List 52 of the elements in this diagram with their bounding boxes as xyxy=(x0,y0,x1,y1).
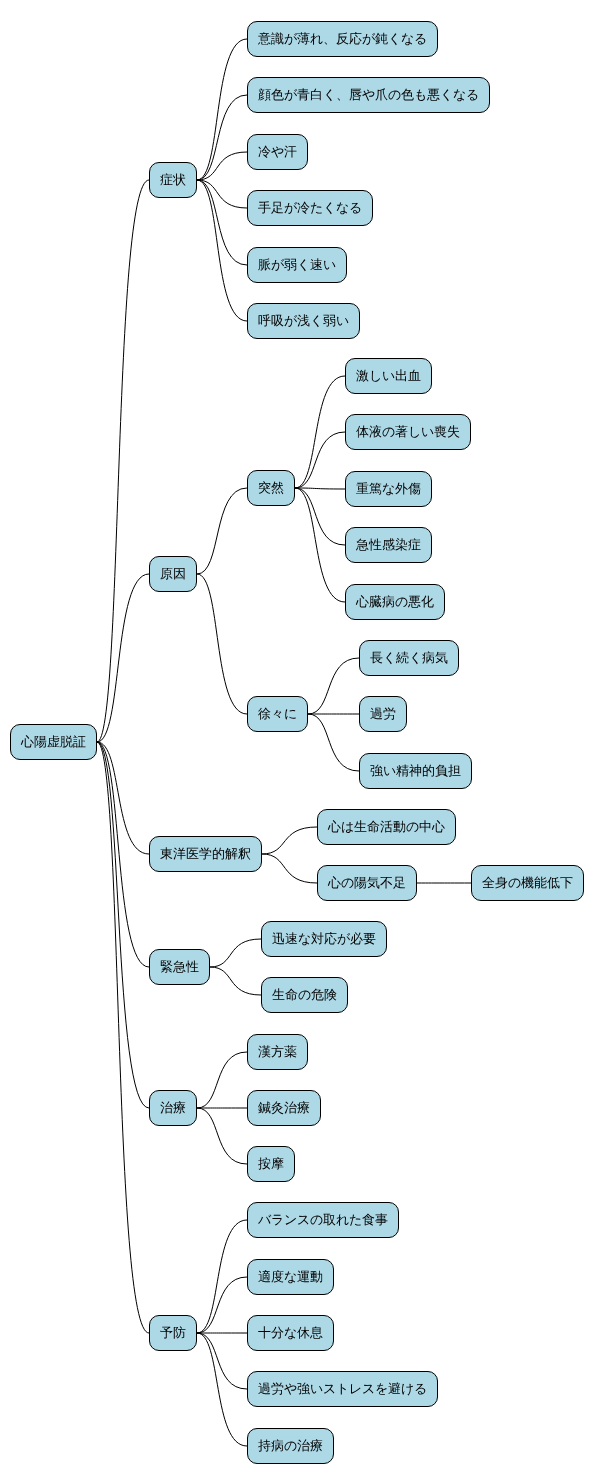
topic-box: 脈が弱く速い xyxy=(247,247,347,283)
connector-line xyxy=(196,1332,248,1447)
topic-box: 強い精神的負担 xyxy=(359,753,472,789)
topic-box: 十分な休息 xyxy=(247,1315,334,1351)
connector-line xyxy=(196,1107,248,1109)
topic-box: 適度な運動 xyxy=(247,1259,334,1295)
topic-box: 心の陽気不足 xyxy=(317,865,417,901)
topic-box: 原因 xyxy=(149,556,197,592)
topic-box: 呼吸が浅く弱い xyxy=(247,303,360,339)
topic-box: 按摩 xyxy=(247,1146,295,1182)
topic-box: 鍼灸治療 xyxy=(247,1090,321,1126)
topic-box: 治療 xyxy=(149,1090,197,1126)
connector-line xyxy=(96,179,150,743)
topic-box: 重篤な外傷 xyxy=(345,471,432,507)
topic-box: 冷や汗 xyxy=(247,134,308,170)
topic-box: 手足が冷たくなる xyxy=(247,190,373,226)
topic-box: 突然 xyxy=(247,470,295,506)
connector-line xyxy=(307,713,360,715)
root-topic-box: 心陽虚脱証 xyxy=(10,724,97,760)
topic-box: 過労や強いストレスを避ける xyxy=(247,1371,438,1407)
connector-line xyxy=(307,713,360,772)
topic-box: 心は生命活動の中心 xyxy=(317,809,456,845)
connector-line xyxy=(96,741,150,1334)
topic-box: 激しい出血 xyxy=(345,358,432,394)
topic-box: 過労 xyxy=(359,696,407,732)
topic-box: 生命の危険 xyxy=(261,977,348,1013)
connector-line xyxy=(294,487,346,603)
connector-line xyxy=(96,741,150,968)
topic-box: 顔色が青白く、唇や爪の色も悪くなる xyxy=(247,77,490,113)
topic-box: 急性感染症 xyxy=(345,527,432,563)
topic-box: 心臓病の悪化 xyxy=(345,584,445,620)
connector-line xyxy=(196,179,248,322)
topic-box: 意識が薄れ、反応が鈍くなる xyxy=(247,21,438,57)
topic-box: 迅速な対応が必要 xyxy=(261,921,387,957)
topic-box: バランスの取れた食事 xyxy=(247,1202,399,1238)
topic-box: 緊急性 xyxy=(149,949,210,985)
connector-line xyxy=(96,573,150,743)
topic-box: 症状 xyxy=(149,162,197,198)
topic-box: 持病の治療 xyxy=(247,1428,334,1464)
connector-line xyxy=(416,882,472,884)
topic-box: 漢方薬 xyxy=(247,1034,308,1070)
topic-box: 徐々に xyxy=(247,696,308,732)
connector-line xyxy=(209,966,262,996)
topic-box: 体液の著しい喪失 xyxy=(345,414,471,450)
topic-box: 東洋医学的解釈 xyxy=(149,836,262,872)
connector-line xyxy=(196,1107,248,1165)
connector-line xyxy=(196,487,248,575)
topic-box: 長く続く病気 xyxy=(359,640,459,676)
topic-box: 全身の機能低下 xyxy=(471,865,584,901)
connector-line xyxy=(196,573,248,715)
connector-line xyxy=(261,853,318,884)
topic-box: 予防 xyxy=(149,1315,197,1351)
